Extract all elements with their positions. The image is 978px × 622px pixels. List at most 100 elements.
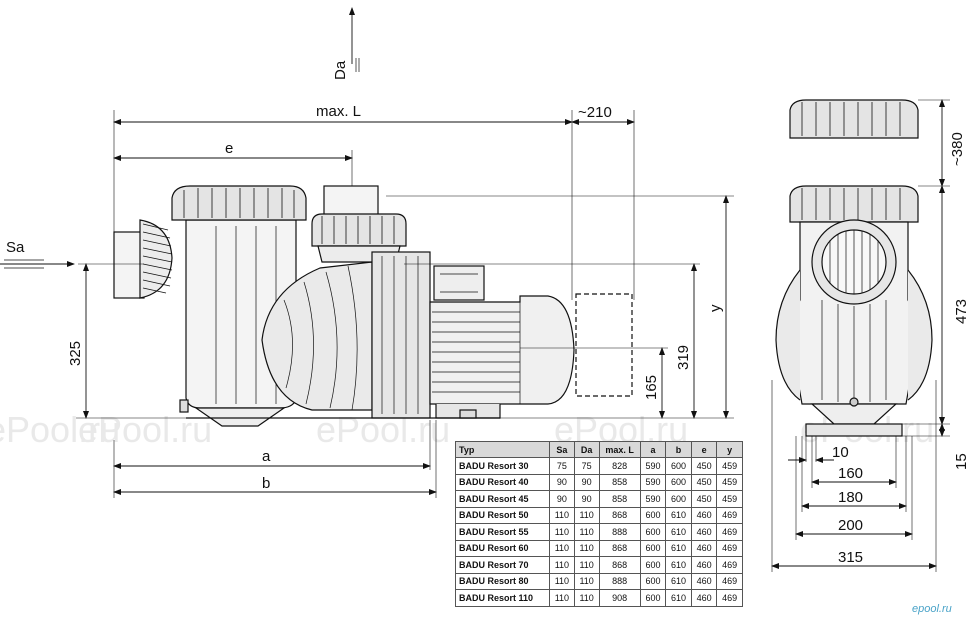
header-typ: Typ	[455, 441, 550, 458]
dim-315-label: 315	[838, 549, 863, 566]
cell-y: 469	[716, 572, 743, 590]
cell-e: 460	[690, 523, 718, 541]
cell-b: 610	[665, 572, 692, 590]
cell-e: 460	[690, 589, 718, 607]
cell-a: 600	[639, 523, 667, 541]
cell-da: 110	[573, 539, 600, 557]
cell-sa: 110	[549, 523, 575, 541]
cell-da: 90	[573, 490, 600, 508]
b-label: b	[262, 475, 270, 492]
a-label: a	[262, 448, 271, 465]
cell-e: 460	[690, 506, 718, 524]
cell-max-l: 858	[598, 490, 641, 508]
dim-200-label: 200	[838, 517, 863, 534]
cell-e: 450	[690, 490, 718, 508]
lid-raised	[789, 99, 919, 139]
cell-e: 460	[690, 556, 718, 574]
cell-sa: 110	[549, 506, 575, 524]
cell-sa: 75	[549, 457, 575, 475]
dim-319-label: 319	[675, 345, 692, 370]
header-e: e	[690, 441, 718, 458]
cell-max-l: 868	[598, 506, 641, 524]
cell-a: 600	[639, 572, 667, 590]
strainer-lid	[171, 185, 307, 221]
header-y: y	[716, 441, 743, 458]
cell-max-l: 868	[598, 556, 641, 574]
cell-y: 459	[716, 490, 743, 508]
cell-sa: 110	[549, 556, 575, 574]
cell-max-l: 858	[598, 473, 641, 491]
cell-da: 75	[573, 457, 600, 475]
cell-y: 469	[716, 506, 743, 524]
cell-b: 610	[665, 589, 692, 607]
cell-b: 610	[665, 506, 692, 524]
lid-mounted	[789, 185, 919, 223]
watermark-text: ePool.ru	[0, 409, 120, 450]
max-l-label: max. L	[316, 103, 361, 120]
cell-max-l: 828	[598, 457, 641, 475]
cell-da: 110	[573, 506, 600, 524]
drain-cone	[194, 407, 286, 427]
header-b: b	[665, 441, 692, 458]
cell-sa: 110	[549, 539, 575, 557]
cell-e: 450	[690, 473, 718, 491]
cell-a: 590	[639, 457, 667, 475]
motor-flange	[371, 251, 431, 419]
cell-y: 459	[716, 473, 743, 491]
pump-side-view	[113, 185, 633, 427]
cell-typ: BADU Resort 60	[455, 539, 550, 557]
dim-165-label: 165	[643, 375, 660, 400]
dim-15-label: 15	[953, 453, 970, 470]
cell-y: 469	[716, 539, 743, 557]
cell-typ: BADU Resort 45	[455, 490, 550, 508]
dim-380-label: ~380	[949, 132, 966, 166]
cell-b: 610	[665, 523, 692, 541]
y-label: y	[707, 304, 724, 312]
motor-extension-outline	[575, 293, 633, 397]
cell-e: 450	[690, 457, 718, 475]
cell-max-l: 908	[598, 589, 641, 607]
cell-a: 600	[639, 539, 667, 557]
cell-max-l: 868	[598, 539, 641, 557]
dim-180-label: 180	[838, 489, 863, 506]
cell-a: 600	[639, 556, 667, 574]
cell-a: 590	[639, 473, 667, 491]
cell-sa: 110	[549, 572, 575, 590]
cell-y: 469	[716, 589, 743, 607]
suction-inlet	[113, 231, 145, 299]
cell-typ: BADU Resort 30	[455, 457, 550, 475]
cell-da: 110	[573, 556, 600, 574]
cell-max-l: 888	[598, 523, 641, 541]
cell-e: 460	[690, 572, 718, 590]
e-label: e	[225, 140, 233, 157]
cell-typ: BADU Resort 40	[455, 473, 550, 491]
cell-y: 459	[716, 457, 743, 475]
da-label: Da	[332, 60, 349, 80]
watermark-text: ePool.ru	[78, 409, 212, 450]
cell-b: 600	[665, 490, 692, 508]
header-sa: Sa	[549, 441, 575, 458]
header-max-l: max. L	[598, 441, 641, 458]
table-header-row: Typ Sa Da max. L a b e y	[455, 441, 743, 458]
brand-logo-text: epool.ru	[912, 603, 952, 615]
dim-473-label: 473	[953, 299, 970, 324]
cell-sa: 90	[549, 490, 575, 508]
sa-label: Sa	[6, 239, 25, 256]
cell-sa: 110	[549, 589, 575, 607]
side-view-dimensions	[0, 7, 734, 498]
dim-160-label: 160	[838, 465, 863, 482]
cell-typ: BADU Resort 50	[455, 506, 550, 524]
cell-typ: BADU Resort 80	[455, 572, 550, 590]
cell-da: 110	[573, 523, 600, 541]
cell-da: 110	[573, 572, 600, 590]
